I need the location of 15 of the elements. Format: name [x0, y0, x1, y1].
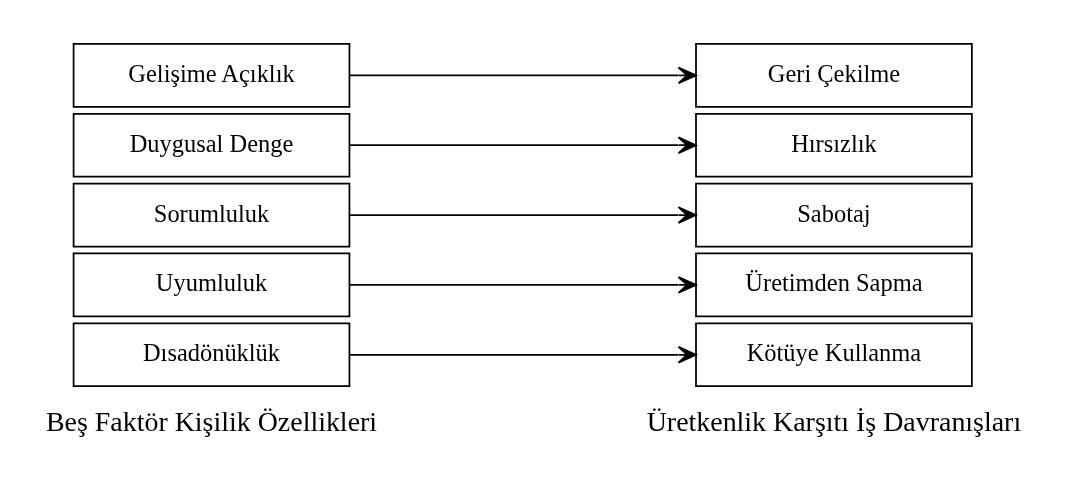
node-box: Duygusal Denge — [72, 112, 351, 178]
arrow — [349, 346, 697, 364]
node-box: Geri Çekilme — [695, 43, 973, 108]
arrow — [349, 66, 697, 85]
node-box: Dısadönüklük — [72, 322, 351, 388]
arrow — [349, 136, 697, 154]
node-box: Uyumluluk — [72, 252, 351, 318]
node-box: Hırsızlık — [695, 112, 973, 178]
node-box: Sabotaj — [695, 182, 973, 248]
node-box: Üretimden Sapma — [695, 252, 973, 318]
arrow — [349, 206, 697, 224]
node-box: Kötüye Kullanma — [695, 322, 973, 388]
node-box: Sorumluluk — [72, 182, 351, 248]
node-box: Gelişime Açıklık — [72, 43, 351, 108]
arrow — [349, 276, 697, 294]
